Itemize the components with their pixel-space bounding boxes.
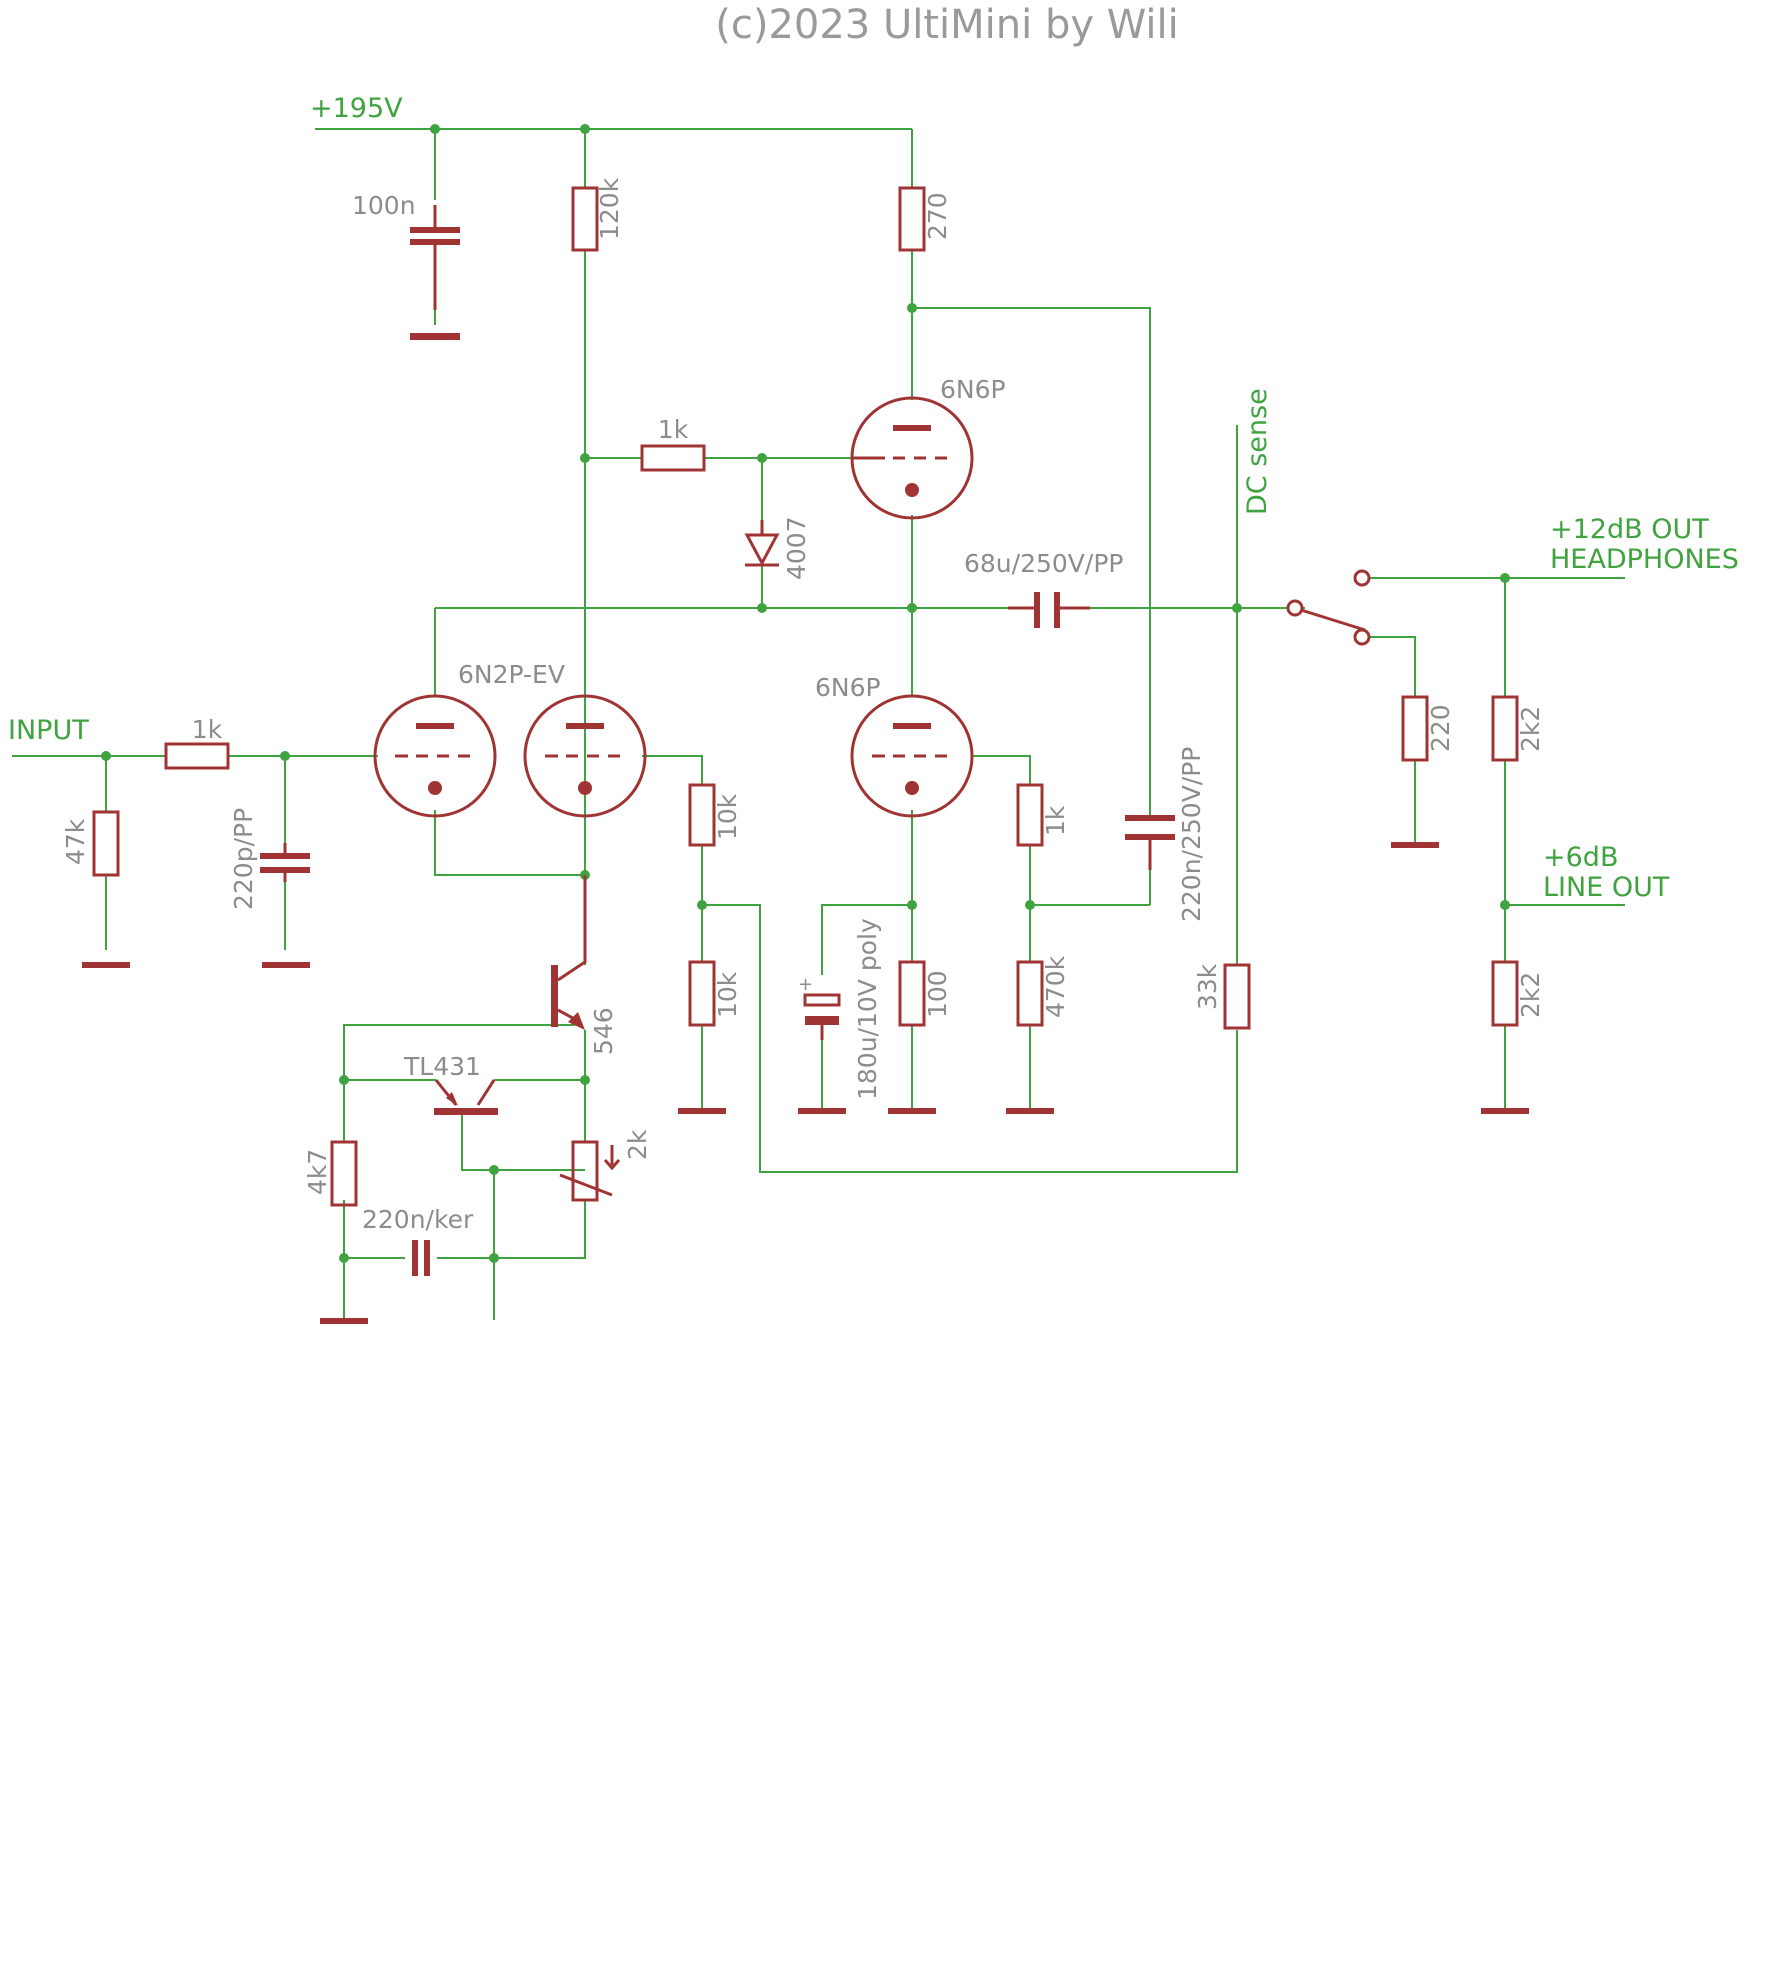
ground-icon — [1481, 1108, 1529, 1114]
label-shunt-reg: TL431 — [403, 1052, 481, 1081]
resistor-220 — [1401, 695, 1429, 762]
triode-tube-lower — [850, 694, 974, 818]
output-capacitor — [1008, 592, 1090, 628]
label-c-out: 68u/250V/PP — [964, 549, 1123, 578]
label-c-bootstrap: 220n/250V/PP — [1177, 747, 1206, 922]
net-supply: +195V — [310, 93, 403, 124]
transistor-icon — [551, 875, 587, 1030]
resistor-270 — [898, 186, 926, 252]
label-r-reg: 4k7 — [303, 1149, 332, 1195]
net-input: INPUT — [8, 715, 89, 746]
label-r-div-bottom: 2k2 — [1516, 972, 1545, 1018]
triode-tube-v1b — [523, 694, 647, 818]
label-r-fb-bottom: 10k — [713, 971, 742, 1018]
regulator-capacitor — [412, 1240, 430, 1276]
resistor-grid-1k — [640, 444, 706, 472]
label-tube-v3: 6N6P — [940, 375, 1006, 404]
junctions — [101, 124, 1510, 1263]
label-r-plate-v1: 120k — [595, 177, 624, 240]
ground-icon — [82, 962, 130, 968]
resistor-47k — [92, 810, 120, 877]
label-r-hp-load: 220 — [1426, 704, 1455, 752]
triode-tube-v1a — [373, 694, 497, 818]
potentiometer-icon — [559, 1140, 621, 1202]
wires — [12, 128, 1625, 1320]
label-c-supply: 100n — [352, 191, 416, 220]
label-r-dc-sense: 33k — [1193, 963, 1222, 1010]
net-dc-sense: DC sense — [1242, 388, 1273, 515]
diode-icon — [744, 520, 780, 567]
input-capacitor — [260, 843, 310, 882]
resistor-grid-v4-1k — [1016, 783, 1044, 847]
label-r-input: 1k — [192, 715, 223, 744]
resistor-33k — [1223, 963, 1251, 1030]
net-out12-line1: +12dB OUT — [1550, 514, 1709, 545]
label-r-top-v3: 270 — [923, 192, 952, 240]
label-c-in-shunt: 220p/PP — [229, 808, 258, 910]
label-tube-v1: 6N2P-EV — [458, 660, 565, 689]
svg-text:+: + — [798, 974, 813, 995]
label-c-reg: 220n/ker — [362, 1205, 474, 1234]
net-out12-line2: HEADPHONES — [1550, 544, 1739, 575]
ground-icon — [678, 1108, 726, 1114]
triode-tube-upper — [850, 396, 974, 520]
resistor-input-1k — [164, 742, 230, 770]
ground-icon — [888, 1108, 936, 1114]
label-r-div-top: 2k2 — [1516, 706, 1545, 752]
label-diode: 4007 — [782, 516, 811, 580]
schematic-title: (c)2023 UltiMini by Wili — [715, 2, 1179, 48]
ground-icon — [798, 1108, 846, 1114]
resistor-100 — [898, 960, 926, 1027]
resistor-4k7 — [330, 1140, 358, 1207]
label-pot: 2k — [623, 1129, 652, 1160]
ground-icon — [320, 1318, 368, 1324]
ground-icon — [1391, 842, 1439, 848]
label-c-cathode: 180u/10V poly — [853, 918, 882, 1100]
label-r-cathode-v4: 100 — [923, 970, 952, 1018]
label-r-fb-top: 10k — [713, 793, 742, 840]
bootstrap-capacitor — [1125, 815, 1175, 870]
resistor-10k-top — [688, 783, 716, 847]
net-out6-line2: LINE OUT — [1543, 872, 1670, 903]
label-r-grid-v4: 1k — [1041, 805, 1070, 836]
resistor-120k — [571, 186, 599, 252]
resistor-470k — [1016, 960, 1044, 1027]
label-transistor: 546 — [589, 1007, 618, 1055]
resistor-2k2-top — [1491, 695, 1519, 762]
supply-capacitor — [410, 205, 460, 340]
output-switch — [1286, 569, 1371, 646]
label-r-grid-leak-v4: 470k — [1041, 955, 1070, 1018]
label-r-grid-v3: 1k — [658, 415, 689, 444]
electrolytic-capacitor: + — [798, 974, 841, 1040]
label-r-in-shunt: 47k — [61, 818, 90, 865]
shunt-regulator-icon — [434, 1079, 498, 1115]
resistor-2k2-bottom — [1491, 960, 1519, 1027]
net-out6-line1: +6dB — [1543, 842, 1618, 873]
ground-icon — [1006, 1108, 1054, 1114]
resistor-10k-bottom — [688, 960, 716, 1027]
ground-icon — [262, 962, 310, 968]
label-tube-v4: 6N6P — [815, 673, 881, 702]
